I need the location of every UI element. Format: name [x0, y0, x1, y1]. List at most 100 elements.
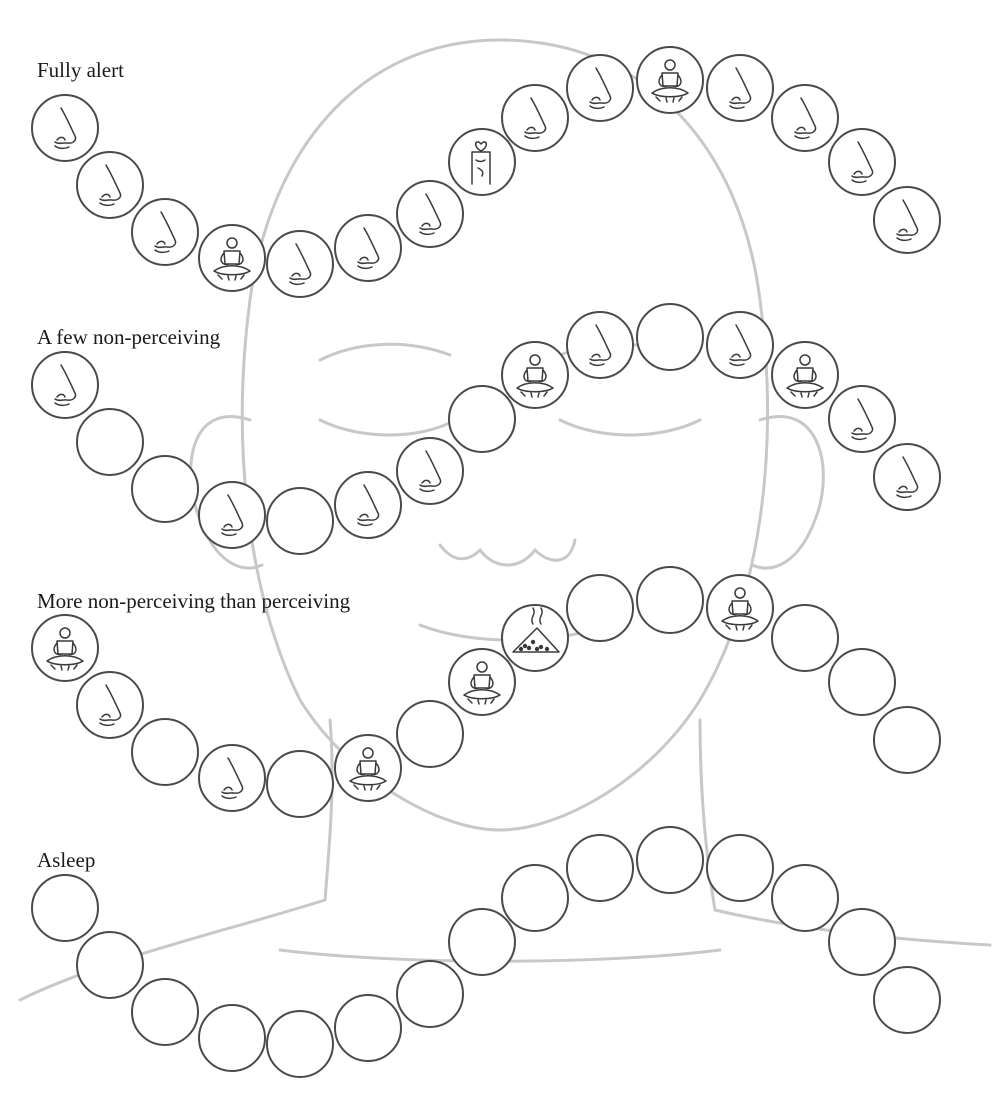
bead-circle — [828, 648, 896, 716]
nose-icon — [419, 450, 442, 493]
bead — [828, 908, 896, 976]
bead — [873, 443, 941, 511]
bead — [396, 437, 464, 505]
bead-circle — [198, 224, 266, 292]
nose-icon — [851, 141, 874, 184]
head-outline — [240, 38, 769, 832]
bead-circle — [706, 574, 774, 642]
bead-circle — [771, 341, 839, 409]
bead-circle — [771, 864, 839, 932]
bead-circle — [334, 994, 402, 1062]
bead — [448, 128, 516, 196]
bead — [501, 341, 569, 409]
bead — [501, 604, 569, 672]
bead-circle — [706, 54, 774, 122]
bead-circle — [873, 443, 941, 511]
bead-circle — [771, 604, 839, 672]
bead — [334, 994, 402, 1062]
bead — [706, 311, 774, 379]
nose-icon — [896, 199, 919, 242]
nose-icon — [896, 456, 919, 499]
left-eye — [318, 418, 457, 437]
bead-circle — [566, 834, 634, 902]
meditator-icon — [516, 354, 554, 398]
bead — [266, 750, 334, 818]
bead — [198, 224, 266, 292]
nose-icon — [154, 211, 177, 254]
nose-sketch — [438, 538, 577, 567]
bead — [76, 151, 144, 219]
bead-circle — [501, 864, 569, 932]
bead — [31, 351, 99, 419]
bead — [334, 214, 402, 282]
bead-circle — [396, 960, 464, 1028]
meditator-icon — [213, 237, 251, 281]
bead — [771, 341, 839, 409]
bead-circle — [636, 46, 704, 114]
bead-circle — [448, 648, 516, 716]
bead-circle — [334, 214, 402, 282]
bead-circle — [76, 931, 144, 999]
left-brow — [318, 342, 452, 362]
bead-circle — [131, 198, 199, 266]
bead — [448, 648, 516, 716]
bead-circle — [828, 128, 896, 196]
bead — [131, 718, 199, 786]
bead-chain-row-1 — [31, 46, 941, 298]
row-label-fully-alert: Fully alert — [37, 58, 124, 82]
bead-circle — [76, 671, 144, 739]
nose-icon — [589, 324, 612, 367]
neck-right — [698, 718, 717, 912]
bead — [266, 487, 334, 555]
bead — [31, 874, 99, 942]
bead — [448, 385, 516, 453]
bead — [566, 54, 634, 122]
row-label-more-non-perceiving: More non-perceiving than perceiving — [37, 589, 351, 613]
bead-circle — [396, 180, 464, 248]
bead-circle — [76, 408, 144, 476]
meditator-icon — [651, 59, 689, 103]
bead-circle — [501, 604, 569, 672]
bead-circle — [501, 341, 569, 409]
bead-circle — [448, 385, 516, 453]
nose-icon — [729, 67, 752, 110]
bead — [198, 1004, 266, 1072]
bead-chain-row-2 — [31, 303, 941, 555]
bead — [566, 834, 634, 902]
nose-icon — [524, 97, 547, 140]
bead-circle — [198, 1004, 266, 1072]
bead — [706, 54, 774, 122]
bead-circle — [448, 908, 516, 976]
bead-circle — [396, 700, 464, 768]
bead — [566, 574, 634, 642]
bead-circle — [706, 311, 774, 379]
bead — [636, 826, 704, 894]
bead — [501, 84, 569, 152]
bead-circle — [198, 481, 266, 549]
bead-chain-row-4 — [31, 826, 941, 1078]
bead — [266, 1010, 334, 1078]
bead-circle — [566, 311, 634, 379]
bead — [771, 604, 839, 672]
bead — [771, 84, 839, 152]
meditator-icon — [786, 354, 824, 398]
row-label-asleep: Asleep — [37, 848, 96, 872]
bead-circle — [31, 614, 99, 682]
neck-left — [323, 718, 334, 902]
right-eye — [558, 418, 702, 437]
nose-icon — [729, 324, 752, 367]
bead-chain-row-3 — [31, 566, 941, 818]
bead — [198, 481, 266, 549]
bead-circle — [566, 54, 634, 122]
bead — [828, 385, 896, 453]
bead — [76, 931, 144, 999]
bead-circle — [873, 706, 941, 774]
bead-circle — [636, 826, 704, 894]
nose-icon — [54, 107, 77, 150]
bead-circle — [396, 437, 464, 505]
meditator-icon — [463, 661, 501, 705]
pizza-icon — [512, 607, 560, 653]
nose-icon — [221, 494, 244, 537]
bead — [266, 230, 334, 298]
